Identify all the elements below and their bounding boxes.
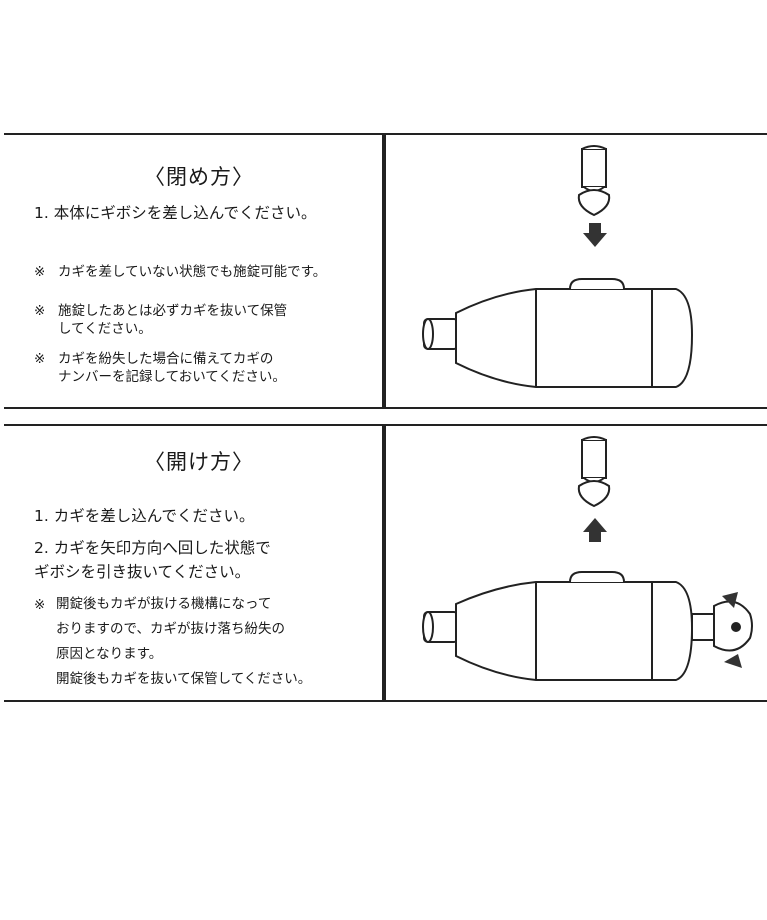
opening-step-1: 1. カギを差し込んでください。 [34,507,255,525]
closing-note-3: ※ カギを紛失した場合に備えてカギの ナンバーを記録しておいてください。 [34,350,358,386]
opening-note-mark-row: ※ [34,596,58,614]
closing-instructions-panel: 〈閉め方〉 1. 本体にギボシを差し込んでください。 ※ カギを差していない状態で… [4,133,384,409]
key [691,600,753,652]
note-mark: ※ [34,303,46,319]
shaft [422,611,459,643]
lock-body [455,571,694,681]
opening-instructions-panel: 〈開け方〉 1. カギを差し込んでください。 2. カギを矢印方向へ回した状態で… [4,424,384,702]
note-mark: ※ [34,597,46,613]
note-mark: ※ [34,351,46,367]
opening-note-text: 開錠後もカギが抜ける機構になって おりますので、カギが抜け落ち紛失の 原因となり… [56,596,312,687]
closing-note-2: ※ 施錠したあとは必ずカギを抜いて保管 してください。 [34,302,358,338]
closing-lock-illustration [422,145,694,388]
closing-illustration-panel [384,133,767,409]
rotate-arrow-icon [722,592,742,668]
gibosi-plug [577,436,611,508]
closing-step-1: 1. 本体にギボシを差し込んでください。 [34,204,317,222]
arrow-up-icon [583,518,607,542]
opening-step-2: 2. カギを矢印方向へ回した状態で ギボシを引き抜いてください。 [34,539,271,581]
opening-illustration-panel [384,424,767,702]
lock-body [455,278,694,388]
closing-note-1: ※ カギを差していない状態でも施錠可能です。 [34,263,358,281]
gibosi-plug [577,145,611,217]
note-text: カギを紛失した場合に備えてカギの ナンバーを記録しておいてください。 [58,351,286,385]
note-text: カギを差していない状態でも施錠可能です。 [58,264,327,280]
shaft [422,318,459,350]
opening-title: 〈開け方〉 [144,450,254,474]
note-mark: ※ [34,264,46,280]
arrow-down-icon [583,223,607,247]
note-text: 施錠したあとは必ずカギを抜いて保管 してください。 [58,303,288,337]
opening-lock-illustration [422,436,753,681]
closing-title: 〈閉め方〉 [144,165,254,189]
